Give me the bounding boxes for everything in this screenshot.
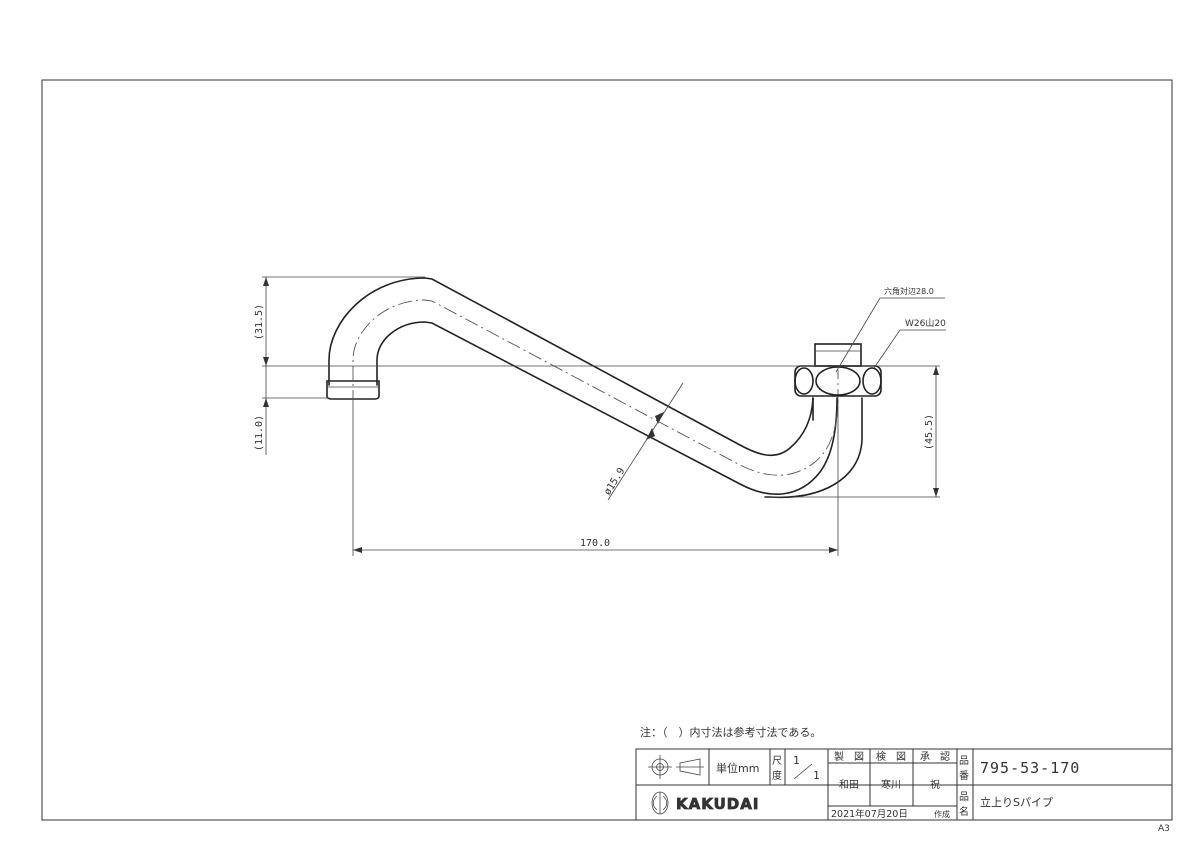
part-no-label-1: 品 <box>959 755 969 767</box>
scale-numerator: 1 <box>793 754 800 767</box>
title-block <box>635 748 1173 821</box>
sheet-size: A3 <box>1158 824 1170 834</box>
drawing-date: 2021年07月20日 <box>831 808 908 820</box>
logo-text: KAKUDAI <box>676 795 759 813</box>
name-checked: 寒川 <box>881 778 901 791</box>
kakudai-logo <box>651 791 669 815</box>
callout-thread: W26山20 <box>905 318 946 329</box>
s-pipe <box>326 277 863 499</box>
dim-bottom-drop: (11.0) <box>254 415 265 451</box>
created-label: 作成 <box>934 809 950 819</box>
scale-label-2: 度 <box>772 769 782 782</box>
part-name-label-1: 品 <box>959 791 969 803</box>
projection-symbol-icon <box>648 755 704 779</box>
scale-denominator: 1 <box>813 769 820 782</box>
dim-right-drop: (45.5) <box>924 414 935 450</box>
header-checked: 検 図 <box>876 750 906 763</box>
unit-label: 単位mm <box>716 761 759 775</box>
part-number: 795-53-170 <box>980 759 1080 777</box>
callout-hex: 六角対辺28.0 <box>884 286 934 296</box>
name-made: 和田 <box>839 779 859 791</box>
part-name: 立上りSパイプ <box>980 795 1053 809</box>
name-approved: 祝 <box>930 778 940 791</box>
dim-pipe-diameter: ø15.9 <box>602 466 627 497</box>
dim-top-rise: (31.5) <box>254 304 265 340</box>
part-no-label-2: 番 <box>959 770 969 782</box>
header-approved: 承 認 <box>920 750 950 763</box>
dim-length: 170.0 <box>580 538 610 549</box>
scale-label-1: 尺 <box>772 755 782 767</box>
header-made: 製 図 <box>834 750 864 763</box>
note-text: 注：（ ）内寸法は参考寸法である。 <box>640 725 821 739</box>
sheet-border <box>41 79 1173 821</box>
part-name-label-2: 名 <box>959 805 969 818</box>
dimension-lines <box>262 276 946 556</box>
